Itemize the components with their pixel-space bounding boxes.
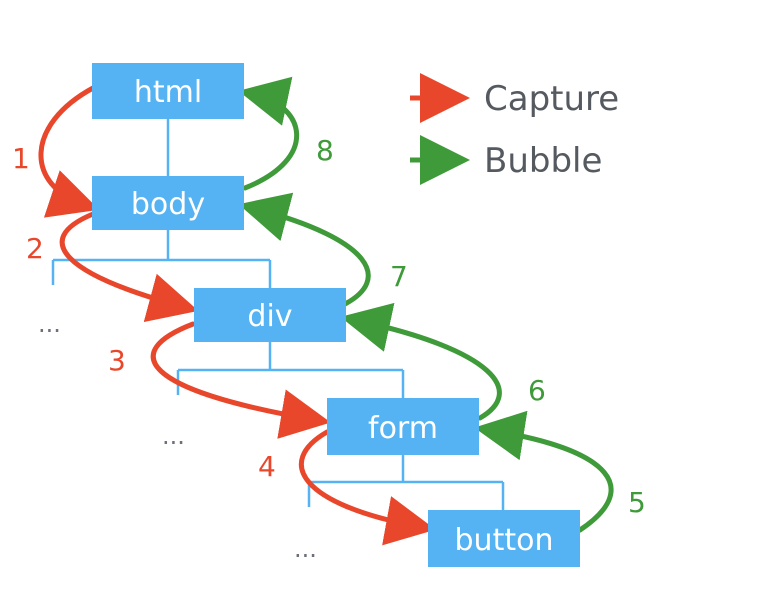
bubble-arrows — [238, 76, 614, 533]
node-form: form — [327, 398, 479, 455]
step-3-label: 3 — [108, 344, 126, 377]
capture-arrow-2 — [59, 211, 199, 323]
bubble-arrow-7 — [238, 192, 371, 307]
bubble-arrow-5 — [474, 410, 614, 533]
step-7-label: 7 — [390, 260, 408, 293]
capture-arrow-3 — [150, 321, 331, 439]
node-html: html — [92, 63, 244, 119]
node-body: body — [92, 176, 244, 230]
tree-lines — [51, 119, 505, 510]
node-div-label: div — [247, 299, 292, 334]
body-level-ellipsis: ... — [38, 310, 61, 338]
body-children-connector — [51, 230, 272, 288]
legend-capture-label: Capture — [484, 79, 619, 119]
legend-bubble-label: Bubble — [484, 141, 602, 181]
capture-arrows — [38, 85, 436, 546]
node-html-label: html — [134, 75, 202, 110]
node-body-label: body — [131, 187, 205, 222]
step-2-label: 2 — [26, 232, 44, 265]
step-6-label: 6 — [528, 374, 546, 407]
node-form-label: form — [368, 411, 438, 446]
node-button: button — [428, 510, 580, 567]
div-level-ellipsis: ... — [162, 422, 185, 450]
form-level-ellipsis: ... — [294, 535, 317, 563]
node-div: div — [194, 288, 346, 342]
step-5-label: 5 — [628, 486, 646, 519]
capture-arrow-1 — [38, 85, 100, 218]
step-4-label: 4 — [258, 450, 276, 483]
node-button-label: button — [455, 523, 554, 558]
div-children-connector — [176, 342, 405, 398]
bubble-arrow-8 — [238, 76, 300, 191]
bubble-arrow-6 — [340, 302, 502, 421]
step-8-label: 8 — [316, 134, 334, 167]
capture-arrow-4 — [298, 429, 436, 546]
step-1-label: 1 — [12, 142, 30, 175]
legend: Capture Bubble — [410, 73, 619, 185]
form-children-connector — [307, 455, 505, 510]
